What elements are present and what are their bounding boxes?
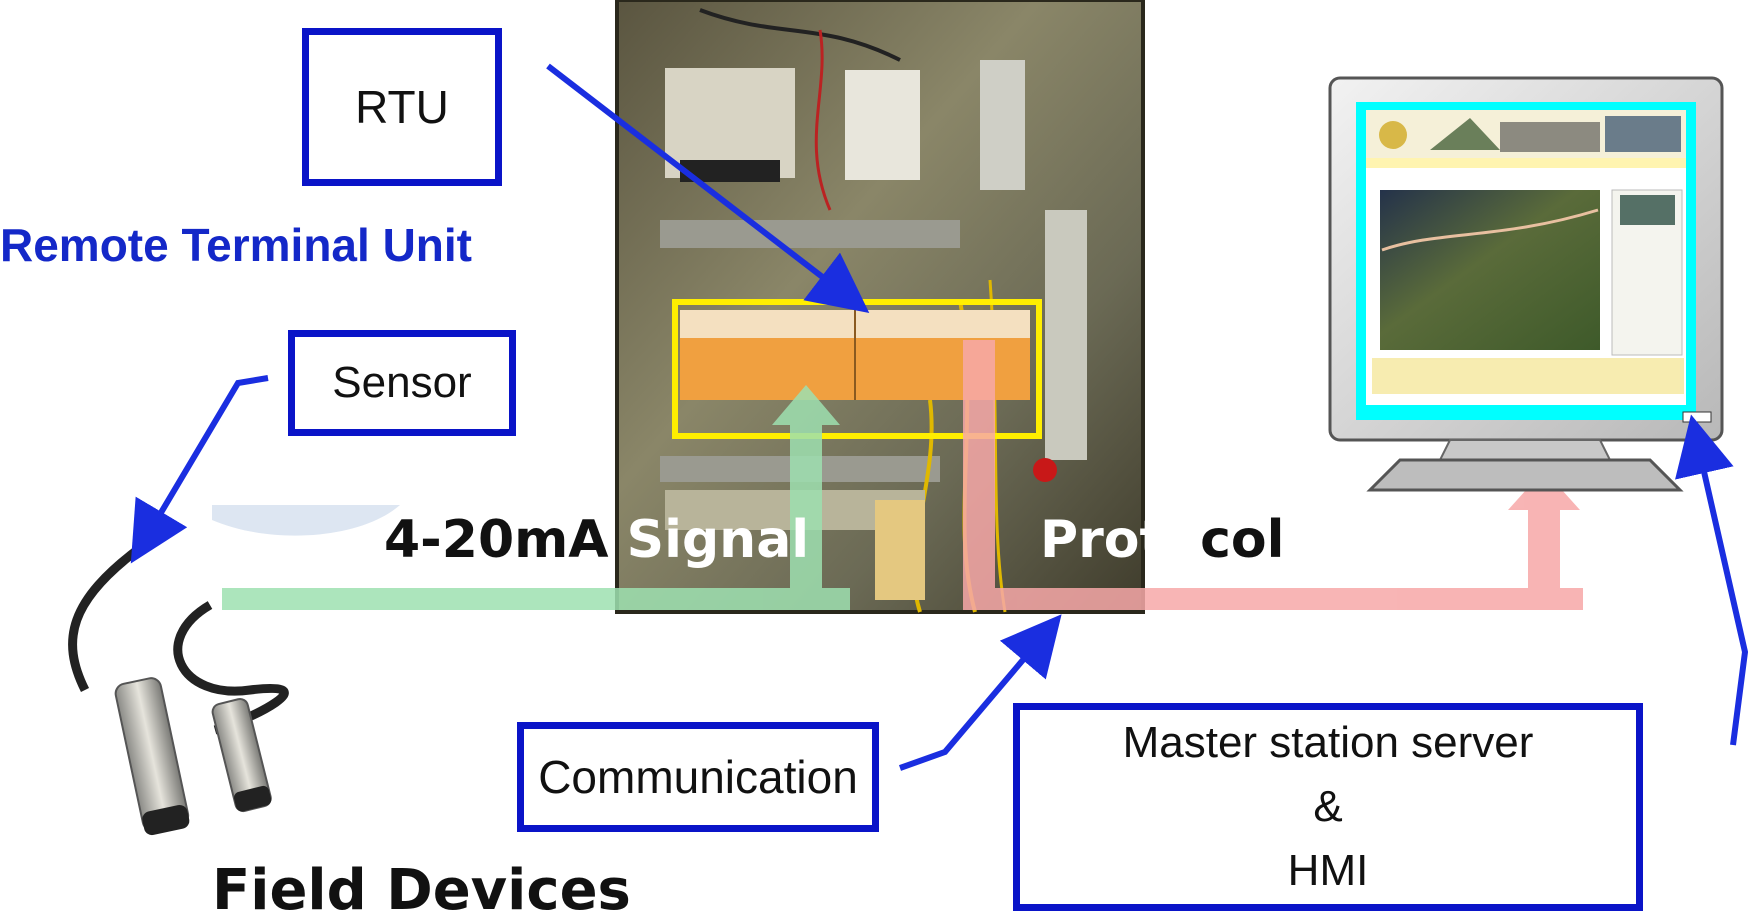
sensor-probe-icon bbox=[68, 505, 400, 836]
control-cabinet-photo bbox=[615, 0, 1145, 614]
signal-label-part-a: 4-20mA bbox=[384, 510, 627, 570]
communication-label-box: Communication bbox=[517, 722, 879, 832]
rtu-full-name: Remote Terminal Unit bbox=[0, 219, 472, 271]
protocol-label-part-a: Proto bbox=[1040, 510, 1201, 570]
sensor-label: Sensor bbox=[332, 358, 472, 407]
rtu-label: RTU bbox=[355, 81, 449, 133]
sensor-label-box: Sensor bbox=[288, 330, 516, 436]
rtu-label-box: RTU bbox=[302, 28, 502, 186]
field-devices-title: Field Devices bbox=[212, 858, 631, 923]
master-line-1: Master station server bbox=[1122, 718, 1534, 768]
master-line-3: HMI bbox=[1287, 845, 1369, 895]
signal-flow-line bbox=[222, 385, 850, 610]
rtu-arrow bbox=[546, 63, 870, 313]
monitor-icon bbox=[1328, 76, 1724, 492]
signal-label: 4-20mA Signal bbox=[384, 510, 809, 570]
protocol-flow-line bbox=[963, 340, 1583, 610]
master-station-label-box: Master station server & HMI bbox=[1013, 703, 1643, 911]
protocol-label-part-b: col bbox=[1200, 510, 1285, 570]
hmi-arrow bbox=[1675, 414, 1749, 746]
signal-label-part-b: Signal bbox=[626, 510, 810, 570]
master-line-2: & bbox=[1313, 782, 1343, 832]
sensor-arrow bbox=[130, 375, 269, 564]
communication-arrow bbox=[898, 614, 1062, 771]
communication-label: Communication bbox=[538, 751, 858, 803]
protocol-label: Protocol bbox=[1040, 510, 1284, 570]
annotation-arrows bbox=[130, 63, 1749, 771]
